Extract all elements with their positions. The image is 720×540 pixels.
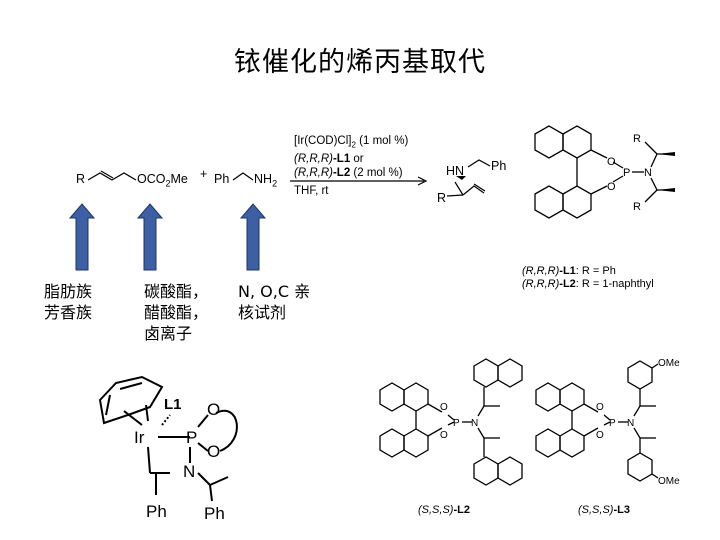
l2-p: P: [453, 418, 460, 429]
page-title: 铱催化的烯丙基取代: [234, 47, 486, 78]
annotation-leaving-group: 碳酸酯， 醋酸酯， 卤离子: [144, 281, 208, 344]
annotation-nucleophile-line1: N, O,C 亲: [238, 282, 311, 301]
ligand-top-o1: O: [607, 156, 616, 168]
condition-solvent: THF, rt: [294, 185, 329, 197]
ligand-l2-caption: (S,S,S)-L2: [418, 504, 470, 516]
caption1-config: (R,R,R): [522, 265, 560, 277]
l3-caption-ligand: -L3: [613, 504, 630, 516]
catalyst-loading: (1 mol %): [355, 135, 409, 147]
condition-ligand-2: (R,R,R)-L2 (2 mol %): [294, 166, 408, 180]
complex-ph1-label: Ph: [146, 502, 167, 521]
l2-o2: O: [440, 430, 448, 441]
ligand-top-r2: R: [633, 201, 641, 213]
annotation-substrate-line2: 芳香族: [44, 303, 93, 322]
caption1-rest: : R = Ph: [575, 265, 616, 277]
l3-ome2: OMe: [658, 476, 680, 487]
substrate-r-label: R: [76, 172, 86, 186]
ligand1-config: (R,R,R): [294, 153, 333, 166]
substrate-double-bond: [100, 170, 114, 179]
amine-nh-text: NH: [254, 172, 273, 186]
annotation-leaving-line1: 碳酸酯，: [144, 282, 209, 301]
leaving-me: Me: [170, 172, 188, 186]
ligand-l2-structure: O O P N: [379, 358, 523, 486]
amine-nh2-label: NH2: [254, 172, 277, 189]
annotation-substrate: 脂肪族 芳香族: [44, 281, 92, 323]
annotation-nucleophile-line2: 核试剂: [238, 303, 287, 322]
condition-ligand-1: (R,R,R)-L1 or: [294, 152, 408, 166]
iridium-complex-structure: L1 Ir P O O N Ph Ph: [98, 375, 238, 523]
complex-ir-label: Ir: [134, 428, 145, 447]
arrow-up-1: [68, 203, 96, 271]
product-bond: [454, 181, 464, 196]
product-ph-label: Ph: [491, 159, 507, 173]
l3-p: P: [609, 418, 616, 429]
caption2-config: (R,R,R): [522, 278, 560, 290]
annotation-nucleophile: N, O,C 亲 核试剂: [238, 281, 310, 323]
substrate-chain: [87, 172, 113, 181]
product-hn-label: HN: [446, 164, 465, 178]
ligand-l3-structure: O O P N OMe OMe: [535, 358, 680, 487]
annotation-substrate-line1: 脂肪族: [44, 282, 93, 301]
l3-ome1: OMe: [658, 358, 680, 369]
ligand2-name: -L2: [332, 167, 351, 180]
ligand-top-r1: R: [633, 133, 641, 145]
l3-o1: O: [596, 402, 604, 413]
l3-n: N: [627, 418, 634, 429]
ligand-l3-caption: (S,S,S)-L3: [578, 504, 630, 516]
annotation-leaving-line2: 醋酸酯，: [144, 303, 209, 322]
l2-o1: O: [440, 402, 448, 413]
catalyst-sub: 2: [351, 140, 356, 150]
product-r-label: R: [437, 191, 447, 205]
ligand-or: or: [350, 153, 364, 166]
reaction-conditions: [Ir(COD)Cl]2 (1 mol %) (R,R,R)-L1 or (R,…: [294, 134, 408, 180]
ligand-top-caption-1: (R,R,R)-L1: R = Ph: [522, 265, 654, 278]
ligand2-config: (R,R,R): [294, 167, 333, 180]
leaving-sub: 2: [165, 178, 171, 189]
amine-chain: [232, 172, 254, 181]
catalyst-text: [Ir(COD)Cl]: [294, 135, 352, 147]
substrate-leaving-group: OCO2Me: [137, 172, 188, 189]
caption1-ligand: -L1: [559, 265, 576, 277]
l3-o2: O: [596, 430, 604, 441]
ligand-top-p: P: [623, 167, 630, 179]
plus-sign: +: [200, 167, 208, 181]
complex-o2-label: O: [207, 442, 220, 461]
amine-sub: 2: [272, 178, 278, 189]
l2-n: N: [471, 418, 478, 429]
complex-p-label: P: [186, 428, 197, 447]
ligand-top-caption-2: (R,R,R)-L2: R = 1-naphthyl: [522, 278, 654, 291]
ligand2-loading: (2 mol %): [350, 167, 403, 180]
ligand-top-structure: O O P N R R: [534, 125, 675, 219]
l2-caption-ligand: -L2: [453, 504, 470, 516]
ligand1-name: -L1: [332, 153, 351, 166]
complex-n-label: N: [183, 462, 195, 481]
arrow-up-2: [136, 203, 164, 271]
complex-l1-label: L1: [164, 396, 182, 413]
annotation-leaving-line3: 卤离子: [144, 324, 193, 343]
complex-ph2-label: Ph: [204, 504, 225, 523]
leaving-text: OCO: [137, 172, 166, 186]
caption2-rest: : R = 1-naphthyl: [575, 278, 654, 290]
arrow-up-3: [239, 203, 267, 271]
l3-caption-config: (S,S,S): [578, 504, 614, 516]
complex-o1-label: O: [207, 400, 220, 419]
l2-caption-config: (S,S,S): [418, 504, 454, 516]
condition-catalyst: [Ir(COD)Cl]2 (1 mol %): [294, 134, 408, 152]
ligand-top-n: N: [644, 167, 652, 179]
amine-ph-label: Ph: [214, 172, 230, 186]
ligand-top-o2: O: [607, 181, 616, 193]
ligand-top-caption: (R,R,R)-L1: R = Ph (R,R,R)-L2: R = 1-nap…: [522, 265, 654, 291]
caption2-ligand: -L2: [559, 278, 576, 290]
